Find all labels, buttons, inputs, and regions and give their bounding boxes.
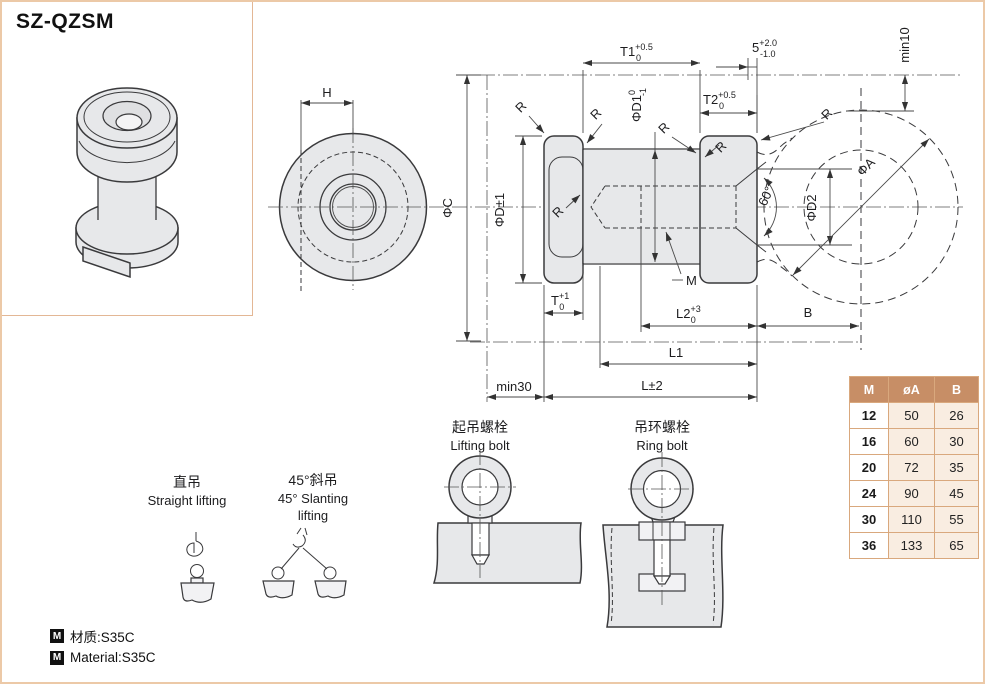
dim-label-b: B <box>804 305 813 320</box>
dim-label-phia: ΦA <box>854 155 878 179</box>
dim-label-phic: ΦC <box>440 198 455 218</box>
callout-r2: R <box>586 105 604 144</box>
dim-label-60: 60° <box>755 184 777 208</box>
dim-label-min30: min30 <box>496 379 531 394</box>
table-cell: 30 <box>850 507 888 532</box>
ring-bolt-figure: 吊环螺栓 Ring bolt <box>602 419 724 628</box>
ring-bolt-label-zh: 吊环螺栓 <box>634 419 690 435</box>
dim-label-h: H <box>322 85 331 100</box>
dim-phid2: ΦD2 <box>757 168 852 246</box>
dim-l1: L1 <box>599 266 757 368</box>
slanting-lifting-label-en2: lifting <box>298 508 328 523</box>
page-title: SZ-QZSM <box>16 10 114 33</box>
dim-phid: ΦD±1 <box>492 135 542 284</box>
table-cell: 26 <box>935 403 978 428</box>
dim-label-r: R <box>587 105 604 122</box>
spec-table: M øA B 12 50 26 16 60 30 20 72 35 24 90 … <box>849 376 979 559</box>
lifting-bolt-figure: 起吊螺栓 Lifting bolt <box>432 419 583 584</box>
straight-lifting-figure: 直吊 Straight lifting <box>148 474 227 603</box>
spec-table-header-m: M <box>850 377 888 402</box>
table-cell: 90 <box>889 481 934 506</box>
dim-h: H <box>300 85 354 150</box>
table-cell: 55 <box>935 507 978 532</box>
dim-label-r: R <box>655 119 672 136</box>
spec-table-header-b: B <box>935 377 978 402</box>
dim-label-phid: ΦD±1 <box>492 193 507 227</box>
table-cell: 16 <box>850 429 888 454</box>
table-cell: 30 <box>935 429 978 454</box>
dim-label-min10: min10 <box>897 27 912 62</box>
material-note: M 材质:S35C M Material:S35C <box>50 626 156 669</box>
spec-table-header-oa: øA <box>889 377 934 402</box>
material-line-en: M Material:S35C <box>50 650 156 665</box>
slanting-lifting-figure: 45°斜吊 45° Slanting lifting <box>262 472 348 599</box>
straight-lifting-label-zh: 直吊 <box>173 474 201 490</box>
dim-label-l1: L1 <box>669 345 683 360</box>
dim-label-5: 5+2.0-1.0 <box>752 38 777 59</box>
dim-label-r: R <box>512 98 529 115</box>
table-cell: 24 <box>850 481 888 506</box>
dim-phid1: ΦD10-1 <box>627 88 659 262</box>
dim-label-m: M <box>686 273 697 288</box>
front-view: H <box>278 85 428 292</box>
isometric-part-view <box>75 87 179 279</box>
material-badge-icon: M <box>50 650 64 665</box>
table-cell: 65 <box>935 533 978 558</box>
lifting-bolt-label-zh: 起吊螺栓 <box>452 419 508 435</box>
table-cell: 20 <box>850 455 888 480</box>
dim-label-l: L±2 <box>641 378 663 393</box>
material-line-zh: M 材质:S35C <box>50 626 156 646</box>
table-cell: 45 <box>935 481 978 506</box>
ring-bolt-phantom <box>756 88 959 350</box>
dim-min10: min10 <box>846 27 914 112</box>
dim-phic: ΦC <box>440 74 481 342</box>
slanting-lifting-label-zh: 45°斜吊 <box>288 472 337 488</box>
ring-bolt-label-en: Ring bolt <box>636 438 688 453</box>
table-cell: 50 <box>889 403 934 428</box>
material-text-zh: 材质:S35C <box>70 630 135 645</box>
callout-r1: R <box>512 98 545 134</box>
straight-lifting-label-en: Straight lifting <box>148 493 227 508</box>
dim-label-phid2: ΦD2 <box>804 195 819 222</box>
dim-min30: min30 <box>487 379 544 401</box>
material-badge-icon: M <box>50 629 64 643</box>
table-cell: 133 <box>889 533 934 558</box>
slanting-lifting-label-en1: 45° Slanting <box>278 491 348 506</box>
dim-l: L±2 <box>544 378 757 401</box>
callout-r4: R <box>655 119 697 154</box>
callout-r6: R <box>760 105 835 141</box>
table-cell: 60 <box>889 429 934 454</box>
material-text-en: Material:S35C <box>70 650 156 665</box>
table-cell: 110 <box>889 507 934 532</box>
section-view <box>543 135 767 284</box>
table-cell: 12 <box>850 403 888 428</box>
dim-b: B <box>757 305 859 330</box>
dim-label-phid1: ΦD10-1 <box>627 88 648 122</box>
table-cell: 72 <box>889 455 934 480</box>
dim-label-r: R <box>818 105 835 122</box>
table-cell: 35 <box>935 455 978 480</box>
dim-5: 5+2.0-1.0 <box>716 38 777 133</box>
table-cell: 36 <box>850 533 888 558</box>
callout-m: M <box>665 231 697 288</box>
lifting-bolt-label-en: Lifting bolt <box>450 438 510 453</box>
reference-frame <box>470 74 963 402</box>
